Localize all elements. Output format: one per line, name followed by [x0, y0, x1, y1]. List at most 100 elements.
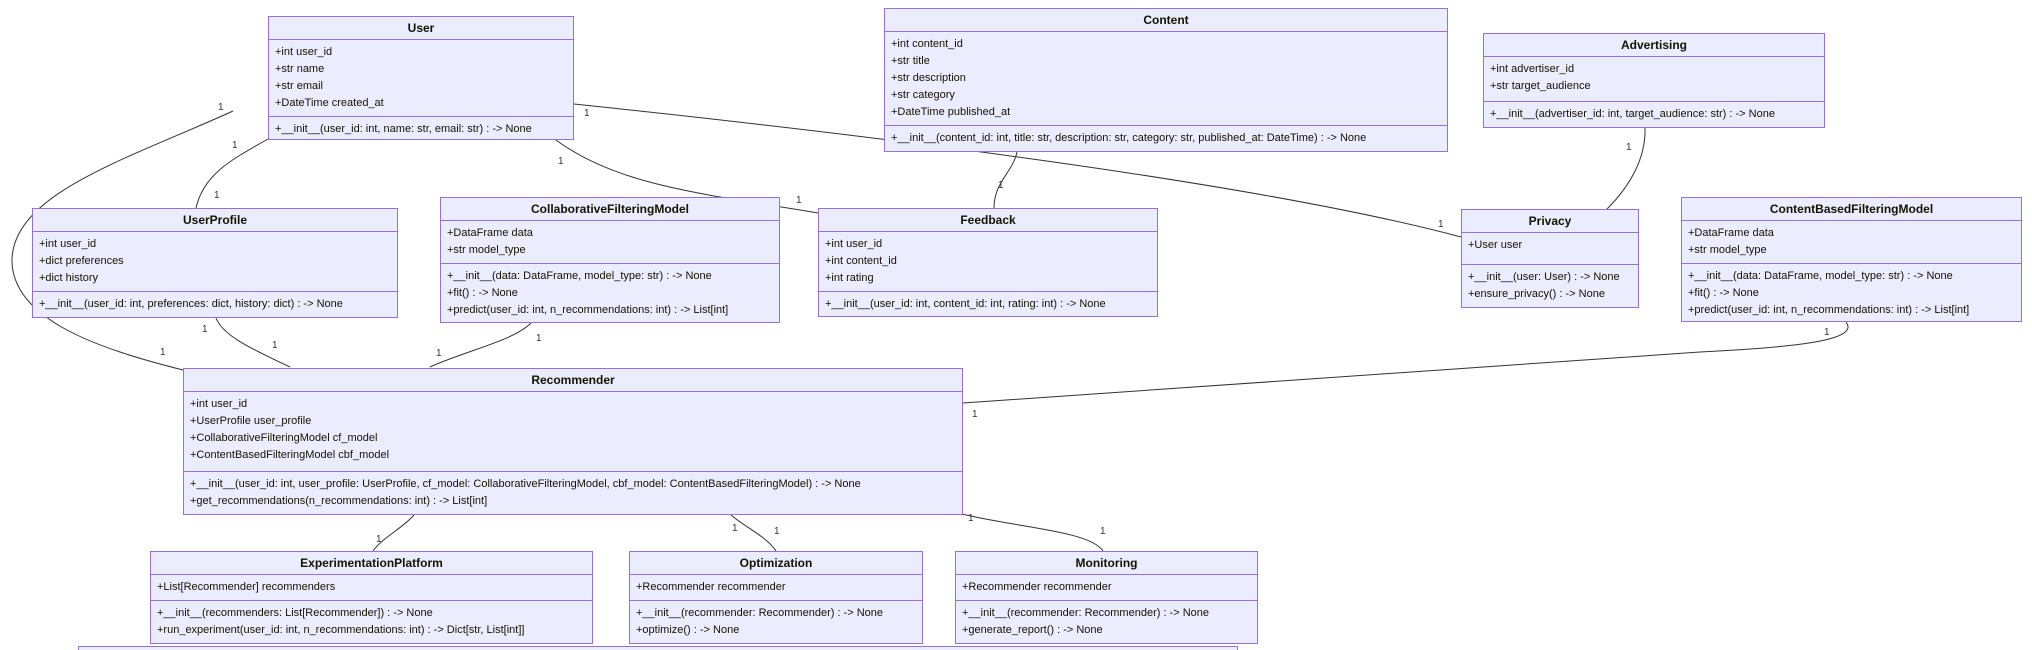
attribute: +List[Recommender] recommenders: [157, 581, 336, 593]
class-title: Monitoring: [956, 552, 1257, 575]
edge-contentbasedfilteringmodel-recommender: [962, 321, 1849, 404]
attribute: +str name: [275, 63, 325, 75]
class-box-experimentationplatform: ExperimentationPlatform +List[Recommende…: [150, 551, 593, 644]
class-title: Privacy: [1462, 210, 1638, 233]
attribute: +DateTime created_at: [275, 97, 384, 109]
attribute: +dict preferences: [39, 255, 124, 267]
multiplicity-label: 1: [998, 180, 1004, 191]
class-attributes: +int user_id +dict preferences +dict his…: [33, 232, 397, 292]
method: +fit() : -> None: [447, 287, 518, 299]
class-attributes: +int user_id +int content_id +int rating: [819, 232, 1157, 292]
attribute: +int content_id: [825, 255, 897, 267]
class-methods: +__init__(advertiser_id: int, target_aud…: [1484, 102, 1824, 127]
method: +__init__(recommender: Recommender) : ->…: [636, 607, 884, 619]
edge-recommender-monitoring: [961, 513, 1104, 552]
multiplicity-label: 1: [214, 190, 220, 201]
attribute: +int user_id: [825, 238, 883, 250]
class-methods: +__init__(data: DataFrame, model_type: s…: [1682, 264, 2021, 323]
attribute: +str email: [275, 80, 323, 92]
multiplicity-label: 1: [558, 156, 564, 167]
attribute: +Recommender recommender: [636, 581, 786, 593]
class-methods: +__init__(recommender: Recommender) : ->…: [956, 601, 1257, 643]
class-title: ContentBasedFilteringModel: [1682, 198, 2021, 221]
method: +ensure_privacy() : -> None: [1468, 288, 1605, 300]
class-attributes: +DataFrame data +str model_type: [441, 221, 779, 264]
class-attributes: +int advertiser_id +str target_audience: [1484, 57, 1824, 102]
method: +__init__(user: User) : -> None: [1468, 271, 1620, 283]
method: +run_experiment(user_id: int, n_recommen…: [157, 624, 525, 636]
multiplicity-label: 1: [796, 195, 802, 206]
multiplicity-label: 1: [584, 108, 590, 119]
class-attributes: +User user: [1462, 233, 1638, 265]
attribute: +Recommender recommender: [962, 581, 1112, 593]
multiplicity-label: 1: [436, 348, 442, 359]
class-methods: +__init__(recommender: Recommender) : ->…: [630, 601, 922, 643]
class-title: Optimization: [630, 552, 922, 575]
multiplicity-label: 1: [1100, 526, 1106, 537]
class-methods: +__init__(user_id: int, content_id: int,…: [819, 292, 1157, 317]
class-title: UserProfile: [33, 209, 397, 232]
method: +__init__(user_id: int, preferences: dic…: [39, 298, 343, 310]
attribute: +str title: [891, 55, 930, 67]
class-methods: +__init__(user_id: int, user_profile: Us…: [184, 472, 962, 514]
class-box-feedback: Feedback +int user_id +int content_id +i…: [818, 208, 1158, 317]
class-title: Advertising: [1484, 34, 1824, 57]
method: +__init__(data: DataFrame, model_type: s…: [447, 270, 712, 282]
class-attributes: +Recommender recommender: [630, 575, 922, 601]
multiplicity-label: 1: [774, 526, 780, 537]
class-box-contentbasedfilteringmodel: ContentBasedFilteringModel +DataFrame da…: [1681, 197, 2022, 322]
method: +__init__(advertiser_id: int, target_aud…: [1490, 108, 1775, 120]
edge-advertising-privacy: [1606, 127, 1646, 210]
multiplicity-label: 1: [1824, 327, 1830, 338]
class-methods: +__init__(user_id: int, preferences: dic…: [33, 292, 397, 317]
method: +predict(user_id: int, n_recommendations…: [447, 304, 729, 316]
cropped-class-box: [78, 646, 1238, 650]
attribute: +DataFrame data: [447, 227, 533, 239]
attribute: +DateTime published_at: [891, 106, 1011, 118]
attribute: +int advertiser_id: [1490, 63, 1575, 75]
method: +__init__(data: DataFrame, model_type: s…: [1688, 270, 1953, 282]
class-attributes: +Recommender recommender: [956, 575, 1257, 601]
attribute: +ContentBasedFilteringModel cbf_model: [190, 449, 390, 461]
edge-user-userprofile: [195, 138, 269, 209]
method: +generate_report() : -> None: [962, 624, 1103, 636]
class-title: Recommender: [184, 369, 962, 392]
attribute: +dict history: [39, 272, 98, 284]
class-title: Content: [885, 9, 1447, 32]
method: +__init__(user_id: int, user_profile: Us…: [190, 478, 861, 490]
multiplicity-label: 1: [232, 140, 238, 151]
attribute: +User user: [1468, 239, 1523, 251]
attribute: +int content_id: [891, 38, 963, 50]
attribute: +str description: [891, 72, 966, 84]
attribute: +int user_id: [190, 398, 248, 410]
class-attributes: +int user_id +UserProfile user_profile +…: [184, 392, 962, 472]
multiplicity-label: 1: [218, 102, 224, 113]
class-box-content: Content +int content_id +str title +str …: [884, 8, 1448, 152]
class-box-monitoring: Monitoring +Recommender recommender +__i…: [955, 551, 1258, 644]
edge-userprofile-recommender: [215, 317, 291, 368]
class-box-user: User +int user_id +str name +str email +…: [268, 16, 574, 140]
class-methods: +__init__(data: DataFrame, model_type: s…: [441, 264, 779, 323]
class-attributes: +DataFrame data +str model_type: [1682, 221, 2021, 264]
class-title: Feedback: [819, 209, 1157, 232]
attribute: +DataFrame data: [1688, 227, 1774, 239]
class-box-recommender: Recommender +int user_id +UserProfile us…: [183, 368, 963, 515]
class-box-collaborativefilteringmodel: CollaborativeFilteringModel +DataFrame d…: [440, 197, 780, 323]
class-box-userprofile: UserProfile +int user_id +dict preferenc…: [32, 208, 398, 318]
method: +__init__(user_id: int, content_id: int,…: [825, 298, 1106, 310]
multiplicity-label: 1: [972, 409, 978, 420]
class-box-advertising: Advertising +int advertiser_id +str targ…: [1483, 33, 1825, 128]
edge-collaborativefilteringmodel-recommender: [429, 322, 532, 368]
attribute: +int user_id: [275, 46, 333, 58]
multiplicity-label: 1: [272, 340, 278, 351]
class-title: ExperimentationPlatform: [151, 552, 592, 575]
class-title: CollaborativeFilteringModel: [441, 198, 779, 221]
method: +optimize() : -> None: [636, 624, 740, 636]
class-title: User: [269, 17, 573, 40]
class-methods: +__init__(recommenders: List[Recommender…: [151, 601, 592, 643]
class-attributes: +int user_id +str name +str email +DateT…: [269, 40, 573, 117]
method: +fit() : -> None: [1688, 287, 1759, 299]
multiplicity-label: 1: [376, 534, 382, 545]
